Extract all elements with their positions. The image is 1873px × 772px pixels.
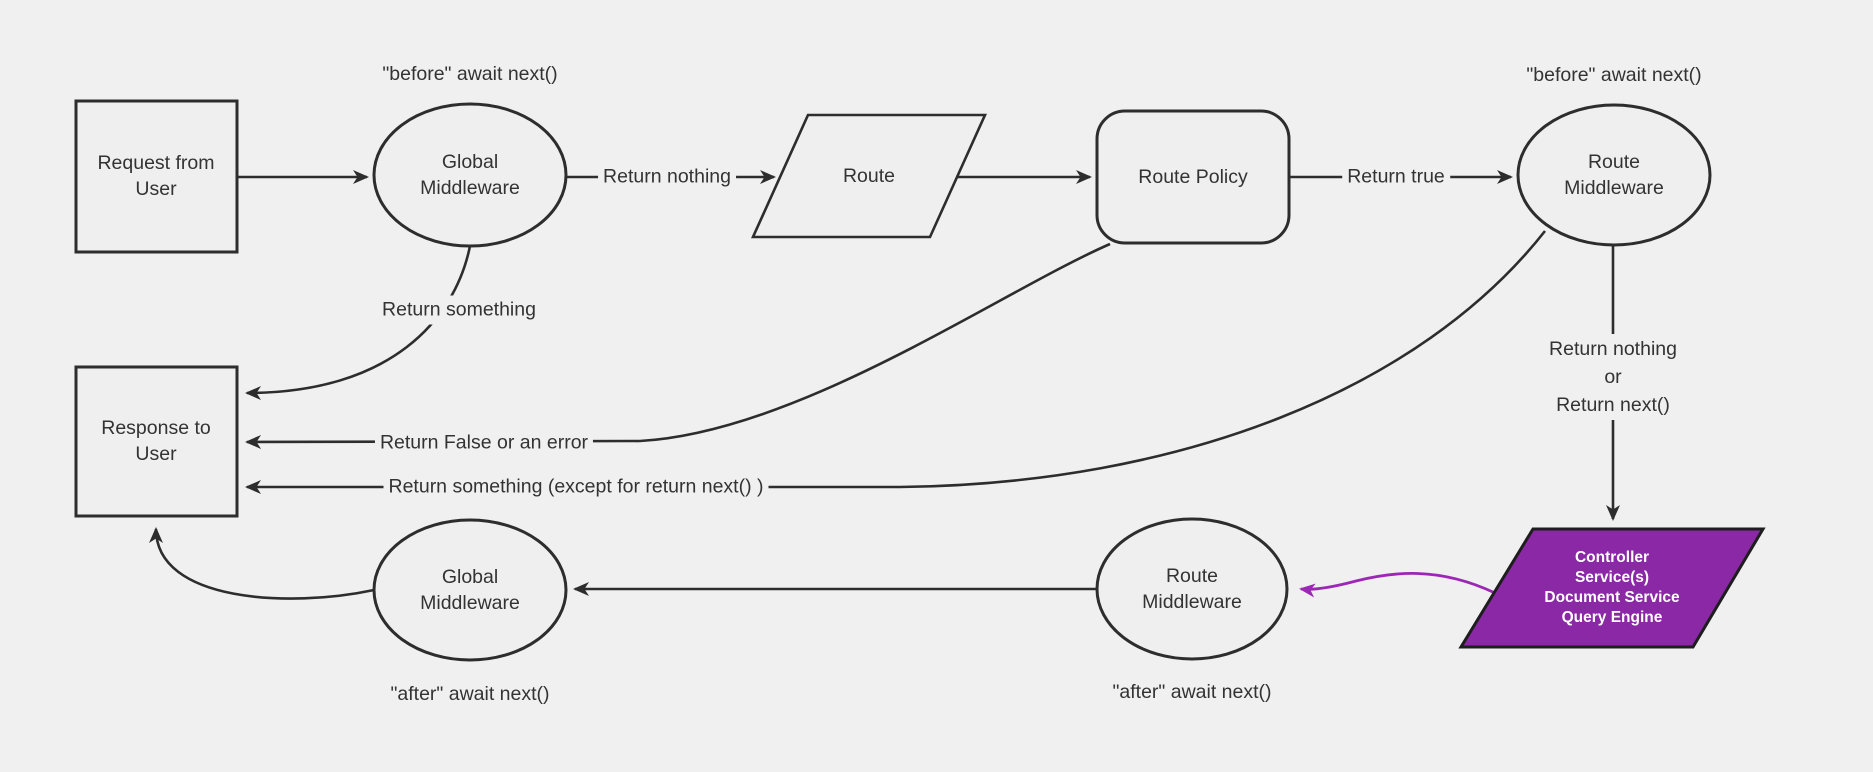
return-something-except-edge-label: Return something (except for return next… [383,472,769,502]
edge-route-middleware-return-something-except [245,230,1547,494]
return-something-edge-label: Return something [377,295,541,325]
edge-global-middleware-return-something [245,245,472,400]
edge-route-policy-return-false [245,242,1111,449]
route-policy-shape [1095,109,1291,245]
after-await-next-annotation-route: "after" await next() [1112,681,1272,703]
return-false-edge-label: Return False or an error [374,428,594,458]
route-parallelogram-shape [750,113,988,239]
response-box-shape [74,365,239,518]
return-true-edge-label: Return true [1342,162,1450,192]
return-nothing-or-next-edge-label: Return nothing or Return next() [1544,334,1682,420]
global-middleware-top-shape [372,102,568,248]
edge-controller-to-route-middleware-purple [1299,572,1496,598]
request-box-shape [74,99,239,254]
route-middleware-top-shape [1516,103,1712,247]
edge-global-middleware-to-response [149,527,375,600]
route-middleware-bottom-shape [1095,517,1289,661]
global-middleware-bottom-shape [372,518,568,662]
after-await-next-annotation-global: "after" await next() [390,683,550,705]
before-await-next-annotation-global: "before" await next() [382,63,558,85]
return-nothing-edge-label: Return nothing [598,162,736,192]
before-await-next-annotation-route: "before" await next() [1526,64,1702,86]
controller-parallelogram-shape [1458,527,1766,649]
